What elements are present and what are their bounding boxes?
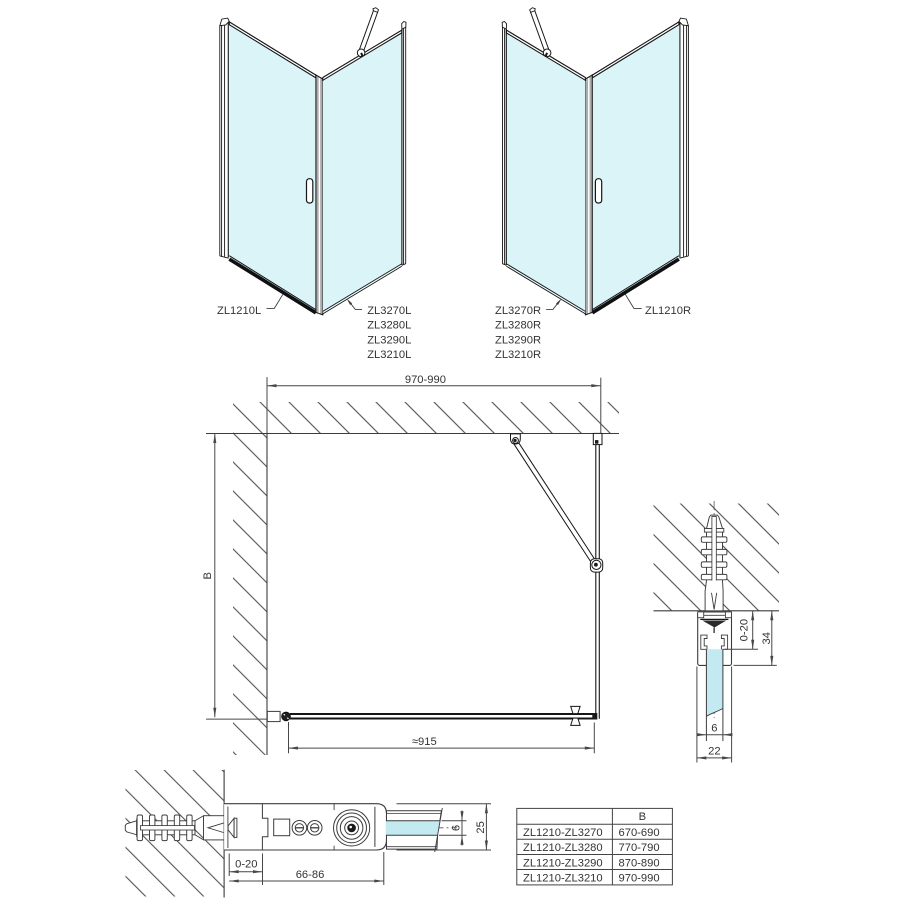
svg-text:ZL3280R: ZL3280R [495,320,541,332]
svg-text:6: 6 [450,825,462,831]
svg-text:970-990: 970-990 [619,872,660,884]
svg-text:ZL3210L: ZL3210L [367,349,411,361]
svg-text:870-890: 870-890 [619,857,660,869]
svg-text:ZL1210-ZL3290: ZL1210-ZL3290 [523,857,603,869]
svg-text:ZL1210-ZL3270: ZL1210-ZL3270 [523,827,603,839]
svg-text:66-86: 66-86 [296,869,325,881]
svg-text:0-20: 0-20 [739,619,751,641]
svg-text:ZL3270L: ZL3270L [367,305,411,317]
svg-text:770-790: 770-790 [619,842,660,854]
svg-text:≈915: ≈915 [412,736,437,748]
svg-text:ZL1210-ZL3280: ZL1210-ZL3280 [523,842,603,854]
svg-text:ZL3290L: ZL3290L [367,334,411,346]
svg-text:ZL1210L: ZL1210L [217,305,261,317]
svg-text:ZL1210R: ZL1210R [645,305,691,317]
svg-text:ZL3210R: ZL3210R [495,349,541,361]
svg-text:6: 6 [711,723,717,735]
svg-text:22: 22 [708,746,720,758]
svg-text:ZL3280L: ZL3280L [367,320,411,332]
svg-text:34: 34 [761,632,773,644]
svg-text:ZL1210-ZL3210: ZL1210-ZL3210 [523,872,603,884]
svg-text:ZL3270R: ZL3270R [495,305,541,317]
svg-text:0-20: 0-20 [235,858,257,870]
svg-text:ZL3290R: ZL3290R [495,334,541,346]
svg-text:670-690: 670-690 [619,827,660,839]
svg-text:B: B [202,572,214,579]
svg-text:25: 25 [475,821,487,833]
svg-text:970-990: 970-990 [405,374,446,386]
svg-text:B: B [639,811,646,823]
